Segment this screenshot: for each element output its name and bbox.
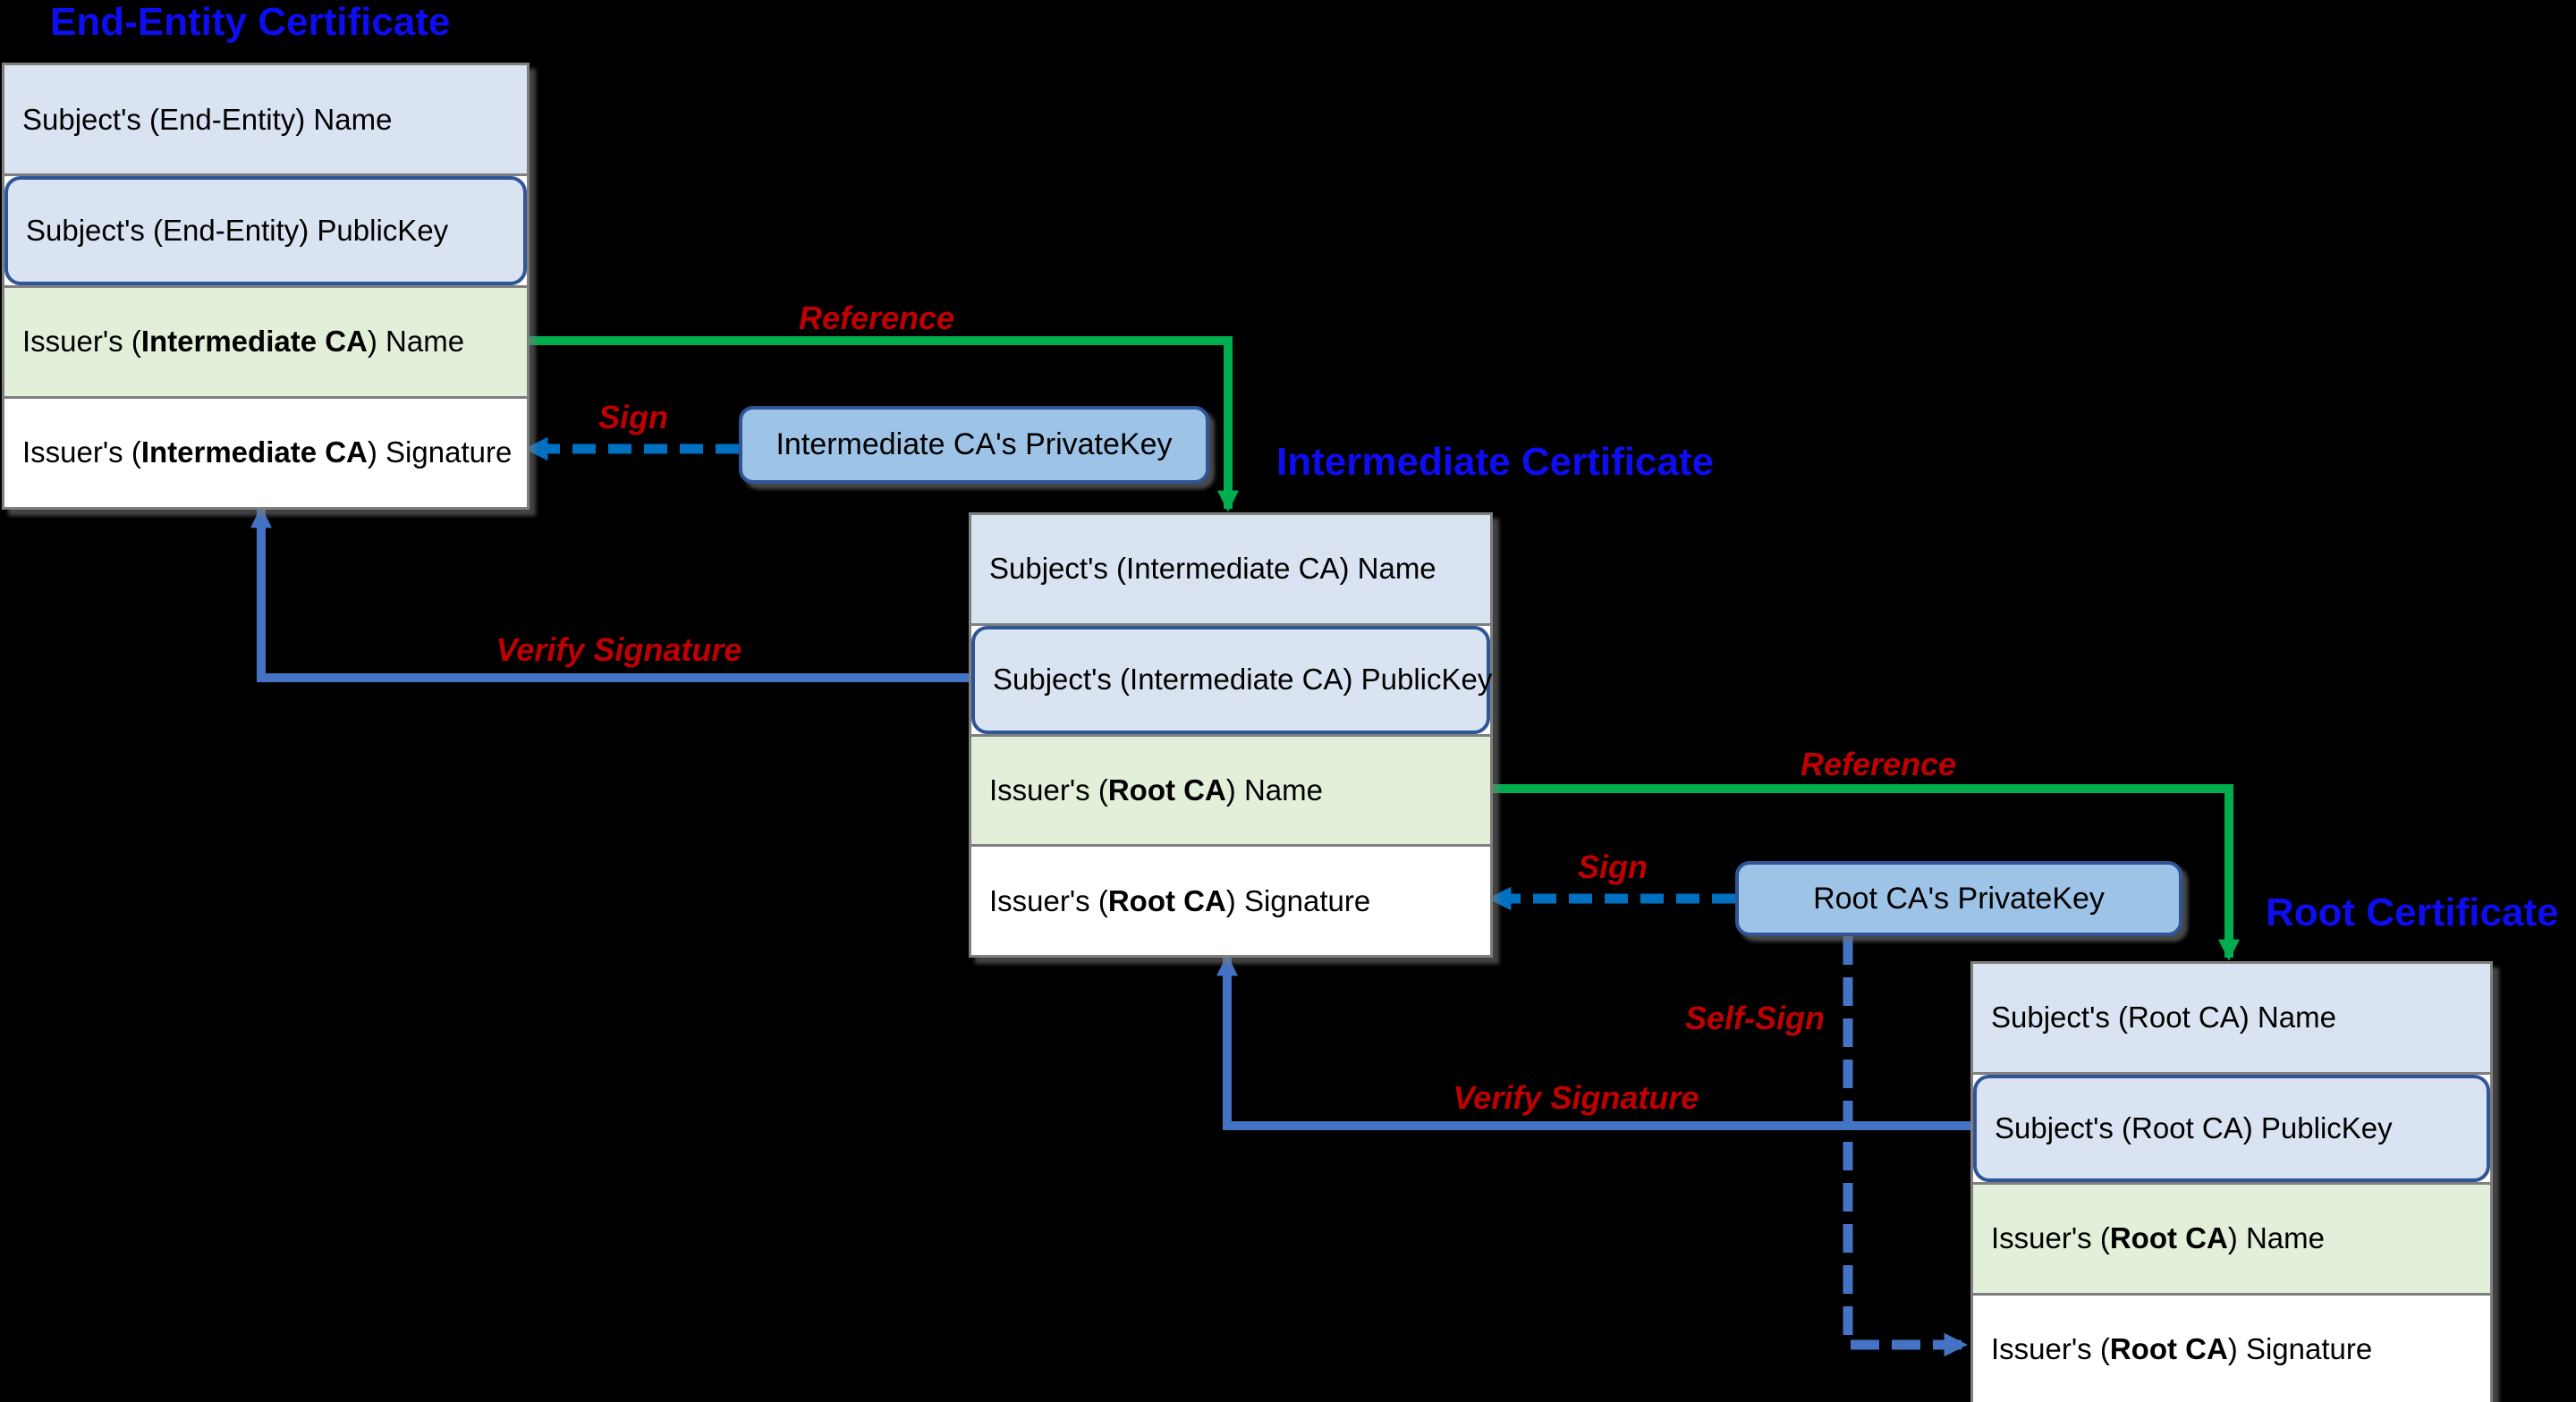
root-issuer-signature-row: Issuer's (Root CA) Signature: [1973, 1295, 2490, 1402]
row-text-bold: Intermediate CA: [140, 435, 368, 469]
verify-signature-label-2: Verify Signature: [1453, 1079, 1699, 1116]
reference-label-1: Reference: [798, 300, 955, 336]
root-subject-publickey-row: Subject's (Root CA) PublicKey: [1973, 1074, 2490, 1182]
verify-signature-label-1: Verify Signature: [496, 631, 742, 668]
root-certificate-box: Subject's (Root CA) Name Subject's (Root…: [1970, 961, 2493, 1402]
row-text: ) Name: [367, 325, 465, 359]
row-text-bold: Root CA: [2109, 1221, 2228, 1255]
end-entity-issuer-name-row: Issuer's (Intermediate CA) Name: [4, 287, 527, 396]
row-text: ) Signature: [367, 435, 513, 469]
root-issuer-name-row: Issuer's (Root CA) Name: [1973, 1185, 2490, 1293]
root-ca-privatekey-box: Root CA's PrivateKey: [1735, 861, 2182, 936]
intermediate-issuer-name-row: Issuer's (Root CA) Name: [971, 736, 1490, 845]
intermediate-ca-privatekey-box: Intermediate CA's PrivateKey: [739, 406, 1209, 484]
end-entity-subject-publickey-row: Subject's (End-Entity) PublicKey: [4, 176, 527, 285]
publickey-highlight-border: Subject's (Intermediate CA) PublicKey: [971, 625, 1493, 734]
intermediate-certificate-box: Subject's (Intermediate CA) Name Subject…: [969, 512, 1493, 958]
intermediate-subject-publickey-row: Subject's (Intermediate CA) PublicKey: [971, 625, 1493, 734]
row-text: Subject's (Root CA) PublicKey: [1995, 1111, 2393, 1144]
intermediate-issuer-signature-row: Issuer's (Root CA) Signature: [971, 847, 1490, 955]
intermediate-subject-name-row: Subject's (Intermediate CA) Name: [971, 515, 1490, 623]
row-text-bold: Root CA: [1107, 883, 1226, 917]
self-sign-label: Self-Sign: [1684, 1000, 1826, 1036]
reference-label-2: Reference: [1800, 746, 1957, 782]
row-text: Issuer's (: [1991, 1221, 2110, 1255]
row-text: ) Signature: [2227, 1331, 2373, 1365]
row-text: Subject's (End-Entity) Name: [22, 102, 393, 136]
end-entity-issuer-signature-row: Issuer's (Intermediate CA) Signature: [4, 398, 527, 507]
row-text: Issuer's (: [1991, 1331, 2110, 1365]
row-text: ) Name: [1225, 773, 1323, 807]
end-entity-certificate-title: End-Entity Certificate: [50, 0, 451, 44]
publickey-highlight-border: Subject's (End-Entity) PublicKey: [4, 176, 527, 285]
row-text: ) Signature: [1225, 883, 1371, 917]
end-entity-subject-name-row: Subject's (End-Entity) Name: [4, 65, 527, 174]
row-text: Subject's (Root CA) Name: [1991, 1001, 2336, 1035]
row-text: Subject's (Intermediate CA) PublicKey: [993, 663, 1493, 697]
end-entity-certificate-box: Subject's (End-Entity) Name Subject's (E…: [2, 63, 530, 510]
sign-label-1: Sign: [598, 399, 668, 435]
row-text: Issuer's (: [989, 883, 1108, 917]
privatekey-label: Intermediate CA's PrivateKey: [775, 427, 1173, 461]
intermediate-certificate-title: Intermediate Certificate: [1276, 440, 1715, 484]
row-text-bold: Root CA: [2109, 1331, 2228, 1365]
row-text: Subject's (Intermediate CA) Name: [989, 552, 1436, 586]
self-sign-arrow: [1843, 936, 1968, 1357]
row-text-bold: Intermediate CA: [140, 325, 368, 359]
root-certificate-title: Root Certificate: [2266, 891, 2559, 934]
row-text: ) Name: [2227, 1221, 2325, 1255]
row-text: Subject's (End-Entity) PublicKey: [26, 213, 449, 247]
row-text: Issuer's (: [989, 773, 1108, 807]
root-subject-name-row: Subject's (Root CA) Name: [1973, 964, 2490, 1072]
sign-label-2: Sign: [1578, 849, 1648, 885]
row-text-bold: Root CA: [1107, 773, 1226, 807]
privatekey-label: Root CA's PrivateKey: [1813, 881, 2105, 916]
row-text: Issuer's (: [22, 435, 141, 469]
publickey-highlight-border: Subject's (Root CA) PublicKey: [1973, 1074, 2490, 1182]
row-text: Issuer's (: [22, 325, 141, 359]
